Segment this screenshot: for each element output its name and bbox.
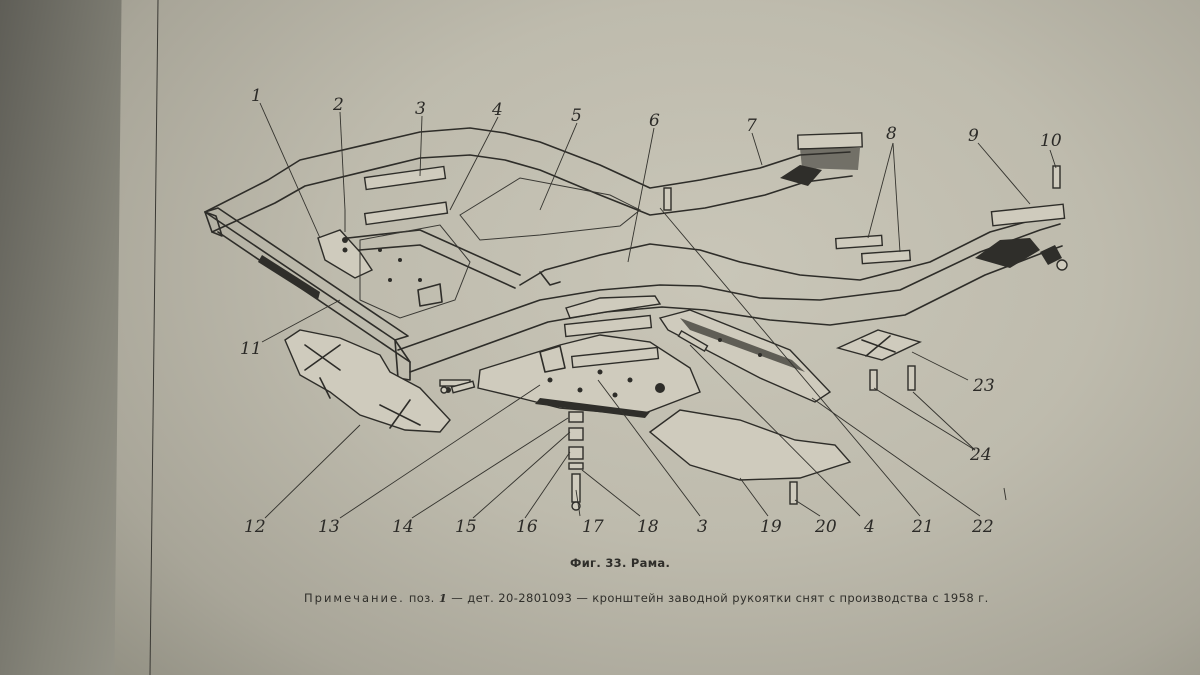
page-edge-line <box>149 0 159 675</box>
callout-8: 8 <box>886 124 897 144</box>
floor-plate-13 <box>477 334 701 418</box>
front-bumper-beam <box>204 207 411 381</box>
plate-23 <box>835 329 922 361</box>
callout-21: 21 <box>912 517 934 537</box>
callout-15: 15 <box>455 517 477 537</box>
brackets-right-rail <box>539 295 662 373</box>
figure-caption: Фиг. 33. Рама. <box>570 556 671 570</box>
callout-20: 20 <box>815 517 837 537</box>
frame-cross-member <box>329 229 561 289</box>
callout-2: 2 <box>333 95 344 115</box>
callout-5: 5 <box>571 106 582 126</box>
callout-3-bottom: 3 <box>697 517 708 537</box>
panel-5-outline <box>459 177 641 241</box>
callout-23: 23 <box>973 376 995 396</box>
callout-22: 22 <box>972 517 994 537</box>
brackets-left-rail <box>363 132 1066 265</box>
callout-18: 18 <box>637 517 659 537</box>
callout-14: 14 <box>392 517 414 537</box>
figure-note: Примечание. поз. 1 — дет. 20-2801093 — к… <box>304 591 989 605</box>
note-label: Примечание. <box>304 591 405 605</box>
leader-lines <box>259 102 1057 519</box>
note-text: — дет. 20-2801093 — кронштейн заводной р… <box>451 591 989 605</box>
callout-9: 9 <box>968 126 979 146</box>
callout-4-top: 4 <box>492 100 503 120</box>
callout-11: 11 <box>240 339 262 359</box>
callout-7: 7 <box>746 116 757 136</box>
mud-shield-19 <box>648 409 852 481</box>
callout-13: 13 <box>318 517 340 537</box>
callout-24: 24 <box>970 445 992 465</box>
callout-10: 10 <box>1040 131 1062 151</box>
note-position: 1 <box>438 591 448 605</box>
callout-16: 16 <box>516 517 538 537</box>
callout-6: 6 <box>649 111 660 131</box>
mud-shield-12 <box>284 329 471 433</box>
callout-1: 1 <box>251 86 262 106</box>
frame-left-rail <box>204 127 853 237</box>
note-prefix: поз. <box>408 591 435 605</box>
callout-12: 12 <box>244 517 266 537</box>
floor-plate-upper <box>359 224 471 319</box>
callout-4-bottom: 4 <box>864 517 875 537</box>
crank-bracket <box>317 210 374 279</box>
callout-19: 19 <box>760 517 782 537</box>
callout-17: 17 <box>582 517 604 537</box>
callout-3-top: 3 <box>415 99 426 119</box>
